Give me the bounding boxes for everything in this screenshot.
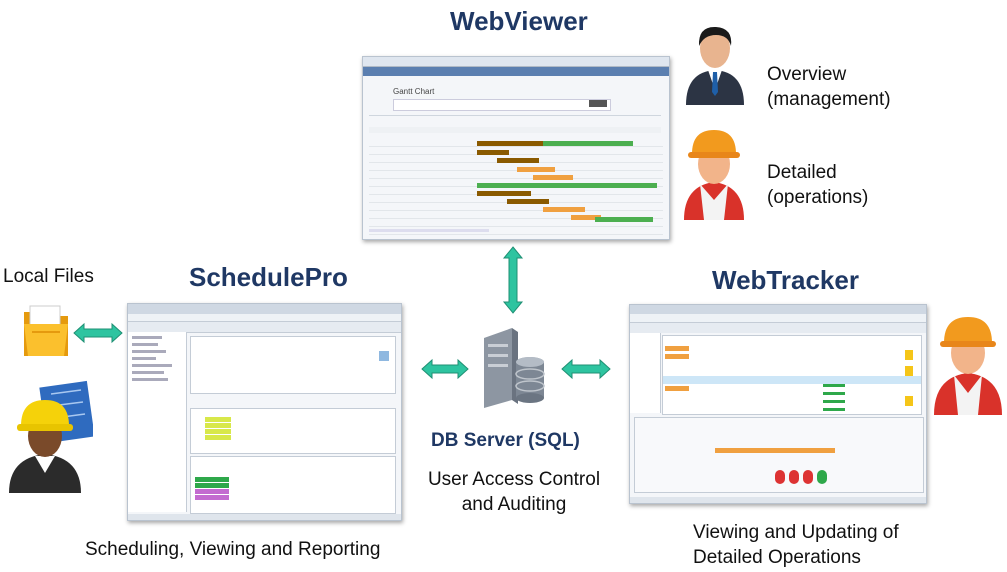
folder-icon [24,305,68,356]
webviewer-title: WebViewer [450,6,588,36]
webtracker-title: WebTracker [712,265,859,295]
local-files-label: Local Files [3,266,94,287]
gantt-row [369,145,663,155]
gantt-bar [543,141,633,146]
gantt-row [369,209,663,219]
gantt-bar [533,175,573,180]
gantt-bar [477,183,657,188]
gantt-bar [477,150,509,155]
db-webtracker-arrow-icon [561,358,611,380]
gantt-row [369,201,663,211]
db-server-title: DB Server (SQL) [431,430,580,451]
detailed-label: Detailed (operations) [767,162,869,208]
webviewer-screenshot: Gantt Chart [362,56,670,240]
gantt-bar [497,158,539,163]
gantt-bar [517,167,555,172]
schedulepro-title: SchedulePro [189,262,348,292]
worker-hardhat-icon [934,317,1002,415]
gantt-row [369,225,663,235]
webtracker-caption: Viewing and Updating of Detailed Operati… [693,522,899,568]
gantt-chart-heading: Gantt Chart [393,87,435,96]
webviewer-db-arrow-icon [502,246,524,314]
gantt-bar [571,215,601,220]
gantt-row [369,161,663,171]
webtracker-screenshot [629,304,927,504]
schedulepro-screenshot [127,303,402,521]
overview-label: Overview (management) [767,64,891,110]
gantt-bar [477,191,531,196]
manager-person-icon [686,26,744,105]
schedulepro-caption: Scheduling, Viewing and Reporting [85,539,381,560]
gantt-bar [595,217,653,222]
gantt-row [369,137,663,147]
engineer-blueprint-icon [9,380,93,493]
gantt-row [369,217,663,227]
files-sync-arrow-icon [73,322,123,344]
gantt-bar [507,199,549,204]
gantt-bar [543,207,585,212]
gantt-row [369,169,663,179]
database-server-icon [484,328,545,408]
db-server-caption: User Access Control and Auditing [427,469,601,515]
schedulepro-db-arrow-icon [421,358,469,380]
worker-hardhat-icon [684,130,744,220]
gantt-bar [477,141,559,146]
